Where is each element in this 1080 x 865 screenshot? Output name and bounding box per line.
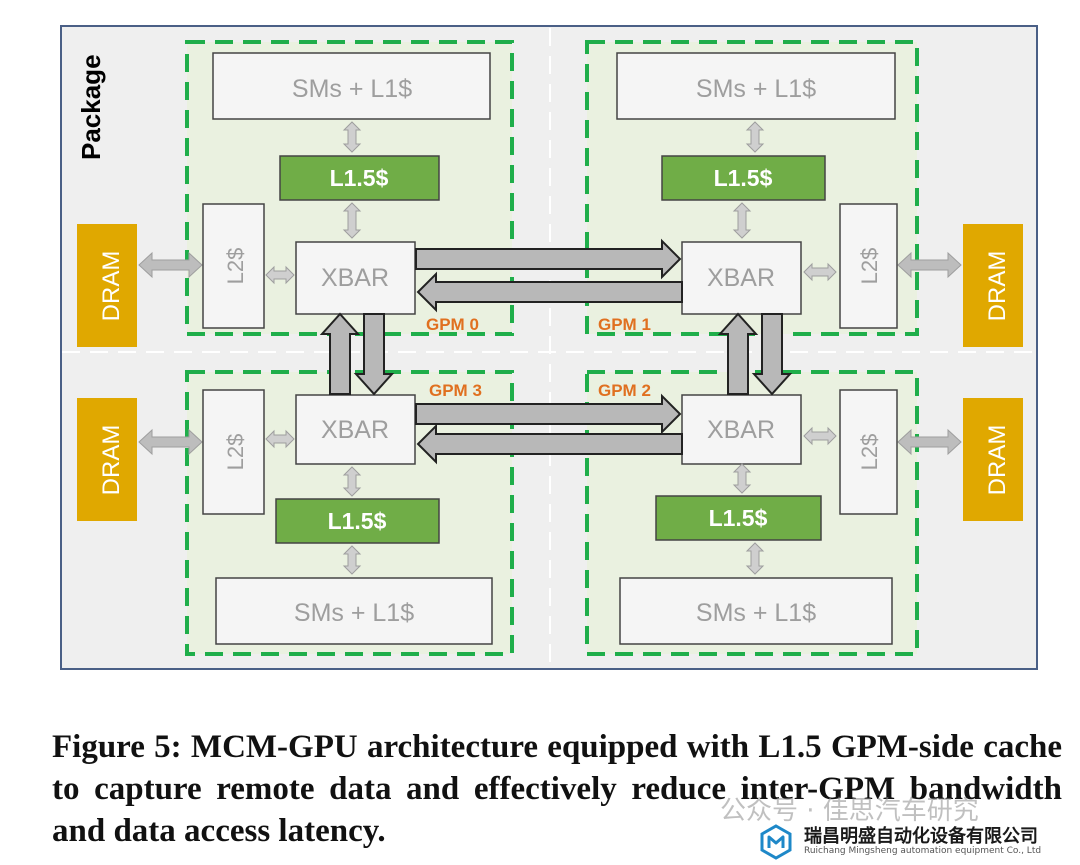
dram-label: DRAM bbox=[984, 251, 1011, 322]
l2-xbar-arrow bbox=[803, 426, 837, 446]
l15-label: L1.5$ bbox=[328, 508, 387, 534]
l2-label: L2$ bbox=[223, 248, 248, 285]
sm-l1-label: SMs + L1$ bbox=[294, 599, 414, 627]
l15-cache bbox=[275, 498, 440, 544]
inter-gpm-arrow-3-to-2 bbox=[415, 393, 682, 435]
l2-xbar-arrow bbox=[265, 429, 295, 449]
sm-l1-block bbox=[215, 577, 493, 645]
l2-cache bbox=[202, 203, 265, 329]
l15-cache bbox=[655, 495, 822, 541]
l15-cache bbox=[661, 155, 826, 201]
l2-xbar-arrow bbox=[803, 262, 837, 282]
xbar-l15-arrow bbox=[342, 466, 362, 497]
gpm-3: L2$ XBAR L1.5$ SMs + L1$ GPM 3 bbox=[202, 381, 493, 645]
dram-bottom-left: DRAM bbox=[77, 398, 137, 521]
figure-caption: Figure 5: MCM-GPU architecture equipped … bbox=[52, 729, 1062, 849]
xbar-label: XBAR bbox=[321, 416, 389, 444]
xbar-label: XBAR bbox=[321, 264, 389, 292]
sm-l1-block bbox=[619, 577, 893, 645]
dram-l2-arrow-br bbox=[897, 428, 962, 456]
l15-cache bbox=[279, 155, 440, 201]
sm-l1-block bbox=[616, 52, 896, 120]
l2-xbar-arrow bbox=[265, 265, 295, 285]
dram-label: DRAM bbox=[98, 425, 125, 496]
l2-cache bbox=[839, 203, 898, 329]
gpm-label: GPM 3 bbox=[429, 381, 482, 400]
l15-sm-arrow bbox=[745, 542, 765, 575]
sm-l15-arrow bbox=[342, 121, 362, 153]
gpm-label: GPM 1 bbox=[598, 315, 651, 334]
inter-gpm-arrow-3-to-0 bbox=[319, 312, 361, 395]
l2-label: L2$ bbox=[223, 434, 248, 471]
inter-gpm-arrow-0-to-3 bbox=[353, 313, 395, 396]
dram-bottom-right: DRAM bbox=[963, 398, 1023, 521]
l15-label: L1.5$ bbox=[709, 505, 768, 531]
package-label: Package bbox=[76, 54, 106, 160]
sm-l1-block bbox=[212, 52, 491, 120]
inter-gpm-arrow-2-to-1 bbox=[717, 312, 759, 395]
l2-cache bbox=[202, 389, 265, 515]
inter-gpm-arrow-1-to-0 bbox=[416, 271, 683, 313]
company-logo-icon bbox=[760, 824, 792, 860]
l15-sm-arrow bbox=[342, 545, 362, 575]
gpm-label: GPM 0 bbox=[426, 315, 479, 334]
company-subtitle: Ruichang Mingsheng automation equipment … bbox=[804, 846, 1042, 856]
dram-top-right: DRAM bbox=[963, 224, 1023, 347]
l2-label: L2$ bbox=[857, 248, 882, 285]
gpm-1: SMs + L1$ L1.5$ L2$ XBAR GPM 1 bbox=[598, 52, 898, 334]
l15-label: L1.5$ bbox=[714, 165, 773, 191]
l15-xbar-arrow bbox=[732, 202, 752, 239]
xbar-label: XBAR bbox=[707, 264, 775, 292]
sm-l1-label: SMs + L1$ bbox=[696, 599, 816, 627]
dram-l2-arrow-bl bbox=[138, 428, 203, 456]
xbar bbox=[295, 241, 416, 315]
mcm-gpu-diagram: Package DRAM DRAM DRAM DRAM SMs + L1$ L1… bbox=[60, 25, 1038, 670]
xbar bbox=[681, 241, 802, 315]
dram-label: DRAM bbox=[98, 251, 125, 322]
l15-label: L1.5$ bbox=[330, 165, 389, 191]
company-name: 瑞昌明盛自动化设备有限公司 bbox=[804, 826, 1038, 847]
dram-l2-arrow-tl bbox=[138, 251, 203, 279]
xbar bbox=[295, 394, 416, 465]
l2-label: L2$ bbox=[857, 434, 882, 471]
sm-l1-label: SMs + L1$ bbox=[696, 75, 816, 103]
company-badge: 瑞昌明盛自动化设备有限公司 Ruichang Mingsheng automat… bbox=[758, 822, 1078, 862]
gpm-2: L2$ XBAR L1.5$ SMs + L1$ GPM 2 bbox=[598, 381, 898, 645]
gpm-0: SMs + L1$ L1.5$ L2$ XBAR GPM 0 bbox=[202, 52, 491, 334]
inter-gpm-arrow-0-to-1 bbox=[415, 238, 682, 280]
sm-l1-label: SMs + L1$ bbox=[292, 75, 412, 103]
dram-l2-arrow-tr bbox=[897, 251, 962, 279]
xbar-l15-arrow bbox=[732, 463, 752, 494]
l2-cache bbox=[839, 389, 898, 515]
l15-xbar-arrow bbox=[342, 202, 362, 239]
xbar-label: XBAR bbox=[707, 416, 775, 444]
inter-gpm-arrow-1-to-2 bbox=[751, 313, 793, 396]
dram-label: DRAM bbox=[984, 425, 1011, 496]
gpm-label: GPM 2 bbox=[598, 381, 651, 400]
dram-top-left: DRAM bbox=[77, 224, 137, 347]
sm-l15-arrow bbox=[745, 121, 765, 153]
watermark-text: 公众号 · 佳思汽车研究 bbox=[720, 796, 979, 826]
inter-gpm-arrow-2-to-3 bbox=[416, 423, 683, 465]
